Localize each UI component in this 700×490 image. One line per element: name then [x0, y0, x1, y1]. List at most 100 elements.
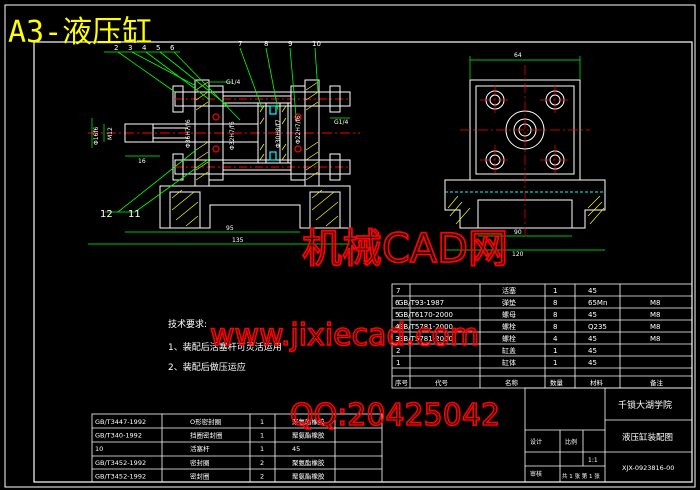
bom-upper-cell-qty: 8 [553, 323, 557, 331]
bom-lower-cell-qty: 1 [260, 432, 264, 440]
bom-upper-cell-name: 螺栓 [502, 334, 516, 343]
dim-m12: M12 [107, 127, 114, 140]
bom-upper-cell-no: 1 [396, 359, 400, 367]
bom-lower-cell-mat: 聚氨酯橡胶 [292, 431, 325, 440]
bom-lower-cell-name: O形密封圈 [190, 417, 221, 426]
bom-upper-cell-name: 螺母 [502, 310, 516, 319]
dim-95: 95 [226, 225, 234, 232]
balloon-5: 5 [156, 44, 160, 52]
bom-upper-cell-qty: 1 [553, 359, 557, 367]
balloon-7: 7 [238, 40, 242, 48]
sheet-count: 共 1 张 第 1 张 [562, 472, 600, 480]
tech-req-1: 1、装配后活塞杆可灵活运用 [168, 341, 282, 353]
bom-lower-cell-qty: 1 [260, 418, 264, 426]
bom-lower-cell-mat: 聚氨酯橡胶 [292, 458, 325, 467]
bom-upper-cell-qty: 1 [553, 347, 557, 355]
balloon-labels: 2 3 4 5 6 7 8 9 10 11 12 [100, 40, 321, 220]
bom-header-no: 序号 [395, 378, 409, 387]
dim-phi22: Φ22H7/f6 [295, 115, 302, 144]
bom-lower-cell-code: 10 [95, 445, 103, 453]
side-dimensions [445, 56, 605, 251]
balloon-2: 2 [114, 44, 118, 52]
balloon-9: 9 [288, 40, 292, 48]
bom-lower-cell-mat: 45 [292, 445, 300, 453]
bom-lower-cell-qty: 1 [260, 445, 264, 453]
balloon-4: 4 [142, 44, 147, 52]
school-name: 千锁大湖学院 [618, 399, 672, 411]
front-dim-text: 95 135 16 G1/4 G1/4 M12 Φ16f6 Φ36H7/f6 Φ… [93, 79, 348, 244]
dim-64: 64 [514, 52, 522, 59]
bom-upper-cell-no: 2 [396, 347, 400, 355]
designer-label: 设计 [530, 438, 542, 446]
bom-upper-cell-name: 活塞 [502, 286, 516, 295]
bom-upper-cell-no: 4 [395, 323, 400, 331]
bom-upper-cell-mat: Q235 [588, 323, 607, 331]
bom-lower-cell-mat: 聚氨酯橡胶 [292, 471, 325, 480]
balloon-leaders [104, 47, 319, 213]
bom-upper-cell-name: 螺栓 [502, 322, 516, 331]
bom-upper-cell-qty: 8 [553, 299, 557, 307]
checker-label: 审核 [530, 470, 542, 478]
tech-req-2: 2、装配后做压运应 [168, 361, 246, 373]
bom-lower-cell-code: GB/T3447-1992 [95, 418, 146, 426]
drawing-name: 液压缸装配图 [622, 432, 673, 443]
bom-upper-cell-note: M8 [650, 335, 661, 343]
watermark: 机械CAD网 www.jixiecad.com QQ:20425042 [209, 225, 509, 434]
dim-16: 16 [138, 158, 146, 165]
sheet-title: A3-液压缸 [8, 15, 152, 50]
balloon-6: 6 [170, 44, 175, 52]
bom-upper-cell-no: 5 [395, 311, 399, 319]
bom-upper-cell-code: GB/T5781-2000 [398, 323, 453, 331]
balloon-3: 3 [128, 44, 132, 52]
bom-header-qty: 数量 [550, 378, 564, 387]
drawing-code: XJX-0923816-00 [622, 464, 674, 472]
tech-heading: 技术要求: [168, 318, 207, 330]
balloon-11: 11 [128, 209, 141, 220]
bom-upper-cell-mat: 45 [588, 335, 597, 343]
balloon-10: 10 [312, 40, 321, 48]
bom-upper-cell-qty: 1 [553, 287, 557, 295]
bom-upper-cell-no: 6 [395, 299, 400, 307]
dim-phi16: Φ16f6 [93, 127, 100, 145]
bom-upper-header: 序号 代号 名称 数量 材料 备注 [395, 378, 664, 387]
bom-lower-cell-name: 密封圈 [190, 458, 210, 467]
bom-upper-cell-note: M8 [650, 323, 661, 331]
bom-upper-cell-note: M8 [650, 299, 661, 307]
bom-upper-cell-no: 7 [396, 287, 400, 295]
bom-upper-cell-no: 3 [395, 335, 399, 343]
dim-phi30: Φ30H8/f7 [275, 119, 282, 148]
dim-120: 120 [512, 251, 524, 258]
bom-upper-cell-code: GB/T93-1987 [398, 299, 444, 307]
front-dimensions [88, 81, 350, 245]
side-dim-text: 64 90 120 [512, 52, 524, 258]
bom-upper-cell-name: 缸盖 [502, 346, 516, 355]
tech-requirements: 技术要求: 1、装配后活塞杆可灵活运用 2、装配后做压运应 [168, 318, 282, 373]
bom-header-mat: 材料 [590, 378, 604, 387]
bom-lower-cell-name: 密封圈 [190, 471, 210, 480]
bom-lower-cell-code: GB/T340-1992 [95, 432, 142, 440]
bom-lower-cell-qty: 2 [260, 459, 264, 467]
bom-upper-cell-qty: 4 [553, 335, 558, 343]
balloon-12: 12 [100, 209, 113, 220]
bom-lower-grid [91, 413, 383, 483]
bom-lower-cell-name: 活塞杆 [190, 444, 210, 453]
bom-header-code: 代号 [435, 378, 449, 387]
bom-lower-cell-name: 挡圈密封圈 [190, 431, 223, 440]
side-hatching [447, 195, 605, 225]
watermark-line-2: www.jixiecad.com [210, 318, 479, 353]
seal-rings [212, 105, 302, 161]
bom-lower-cell-code: GB/T3452-1992 [95, 459, 146, 467]
bom-upper-cell-code: GB/T6170-2000 [398, 311, 453, 319]
sheet-border [4, 4, 696, 488]
bom-lower-cell-qty: 2 [260, 472, 264, 480]
balloon-8: 8 [264, 40, 268, 48]
watermark-line-3: QQ:20425042 [290, 398, 500, 433]
bom-upper-cell-name: 弹垫 [502, 298, 516, 307]
dim-phi32: Φ32H7/f6 [229, 121, 236, 150]
bom-upper-cell-mat: 45 [588, 359, 597, 367]
bom-upper-cell-name: 缸体 [502, 358, 516, 367]
dim-g14-a: G1/4 [226, 79, 240, 86]
